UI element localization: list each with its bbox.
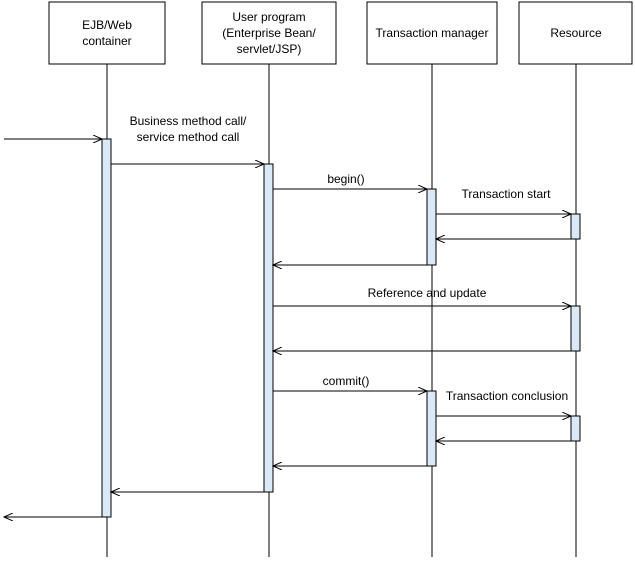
- participant-resource: Resource: [518, 1, 633, 65]
- activation-transaction-manager-commit: [426, 390, 437, 467]
- participant-user-program: User program (Enterprise Bean/ servlet/J…: [201, 1, 337, 65]
- activation-resource-update: [570, 305, 581, 352]
- message-label-commit: commit(): [323, 374, 370, 388]
- participant-label-line: servlet/JSP): [237, 42, 302, 56]
- participant-container: EJB/Web container: [48, 1, 166, 65]
- activation-resource-conclusion: [570, 415, 581, 442]
- participant-label-line: container: [82, 34, 131, 48]
- participant-label-line: Resource: [550, 26, 602, 40]
- message-label-business-call: Business method call/: [130, 114, 247, 128]
- activation-user-program: [263, 163, 274, 493]
- participant-label-line: EJB/Web: [82, 18, 132, 32]
- participant-transaction-manager: Transaction manager: [366, 1, 498, 65]
- participant-label-line: (Enterprise Bean/: [222, 26, 316, 40]
- participant-label-line: User program: [232, 10, 305, 24]
- activation-transaction-manager-begin: [426, 188, 437, 266]
- activation-container: [101, 138, 112, 518]
- activation-resource-start: [570, 213, 581, 240]
- message-label-reference-update: Reference and update: [368, 286, 487, 300]
- message-label-business-call: service method call: [137, 130, 240, 144]
- message-label-transaction-start: Transaction start: [462, 187, 552, 201]
- participant-label-line: Transaction manager: [376, 26, 489, 40]
- message-label-begin: begin(): [327, 172, 364, 186]
- message-label-transaction-conclusion: Transaction conclusion: [446, 389, 568, 403]
